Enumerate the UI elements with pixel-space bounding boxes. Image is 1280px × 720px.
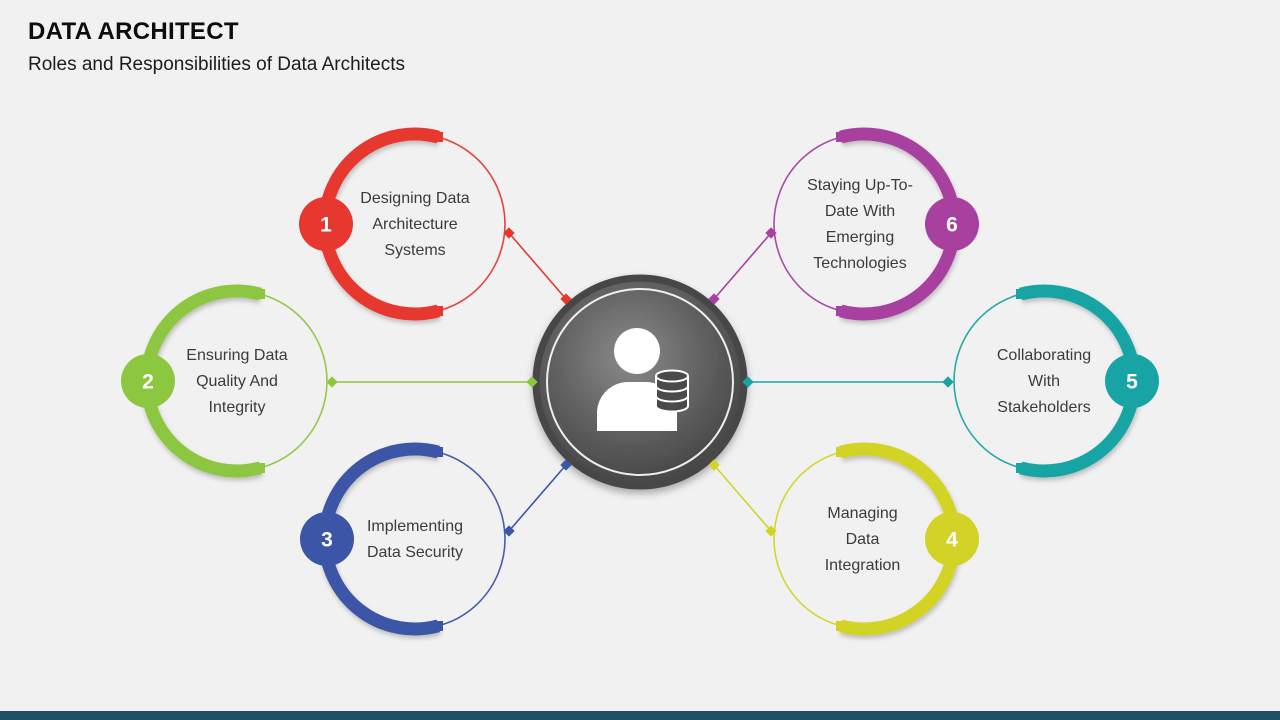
- slide-title: DATA ARCHITECT: [28, 18, 239, 45]
- arc-end-tab: [836, 447, 846, 457]
- connector-line-1: [508, 232, 567, 300]
- node-staying-up-to-date: 6: [773, 127, 979, 321]
- badge-number: 3: [321, 528, 333, 551]
- badge-number: 5: [1126, 370, 1138, 393]
- node-designing-data-architecture: 1: [299, 127, 506, 321]
- center-node: [532, 274, 748, 490]
- connector-endpoints: [326, 227, 954, 537]
- arc-end-tab: [1016, 463, 1026, 473]
- arc-end-tab: [836, 132, 846, 142]
- database-icon: [655, 369, 689, 413]
- connector-endpoint: [560, 459, 572, 471]
- connector-endpoint: [765, 227, 777, 239]
- badge-number: 2: [142, 370, 154, 393]
- badge-number: 1: [320, 213, 332, 236]
- connector-endpoint: [742, 376, 754, 388]
- connector-endpoint: [503, 525, 515, 537]
- arc-end-tab: [433, 306, 443, 316]
- arc-end-tab: [255, 463, 265, 473]
- connector-endpoint: [526, 376, 538, 388]
- node-collaborating-stakeholders: 5: [953, 284, 1159, 478]
- node-implementing-data-security: 3: [300, 442, 506, 636]
- connector-endpoint: [765, 525, 777, 537]
- number-badge: [121, 354, 175, 408]
- connector-endpoint: [326, 376, 338, 388]
- arc-end-tab: [433, 447, 443, 457]
- connector-line-4: [713, 464, 772, 532]
- arc-end-tab: [433, 132, 443, 142]
- connector-endpoint: [503, 227, 515, 239]
- connector-endpoint: [708, 459, 720, 471]
- bottom-bar: [0, 711, 1280, 720]
- number-badge: [299, 197, 353, 251]
- connector-line-3: [508, 464, 567, 532]
- badge-number: 6: [946, 213, 958, 236]
- number-badge: [925, 512, 979, 566]
- slide-subtitle: Roles and Responsibilities of Data Archi…: [28, 54, 406, 75]
- arc-end-tab: [836, 306, 846, 316]
- connector-endpoint: [560, 293, 572, 305]
- node-ensuring-data-quality: 2: [121, 284, 328, 478]
- connectors: [332, 232, 948, 532]
- arc-end-tab: [836, 621, 846, 631]
- arc-end-tab: [1016, 289, 1026, 299]
- arc-end-tab: [255, 289, 265, 299]
- number-badge: [1105, 354, 1159, 408]
- connector-line-6: [713, 232, 772, 300]
- arc-end-tab: [433, 621, 443, 631]
- node-managing-data-integration: 4: [773, 442, 979, 636]
- connector-endpoint: [942, 376, 954, 388]
- connector-endpoint: [708, 293, 720, 305]
- number-badge: [300, 512, 354, 566]
- number-badge: [925, 197, 979, 251]
- center-inner-ring: [546, 288, 734, 476]
- badge-number: 4: [946, 528, 958, 551]
- slide-header: DATA ARCHITECT Roles and Responsibilitie…: [28, 18, 405, 76]
